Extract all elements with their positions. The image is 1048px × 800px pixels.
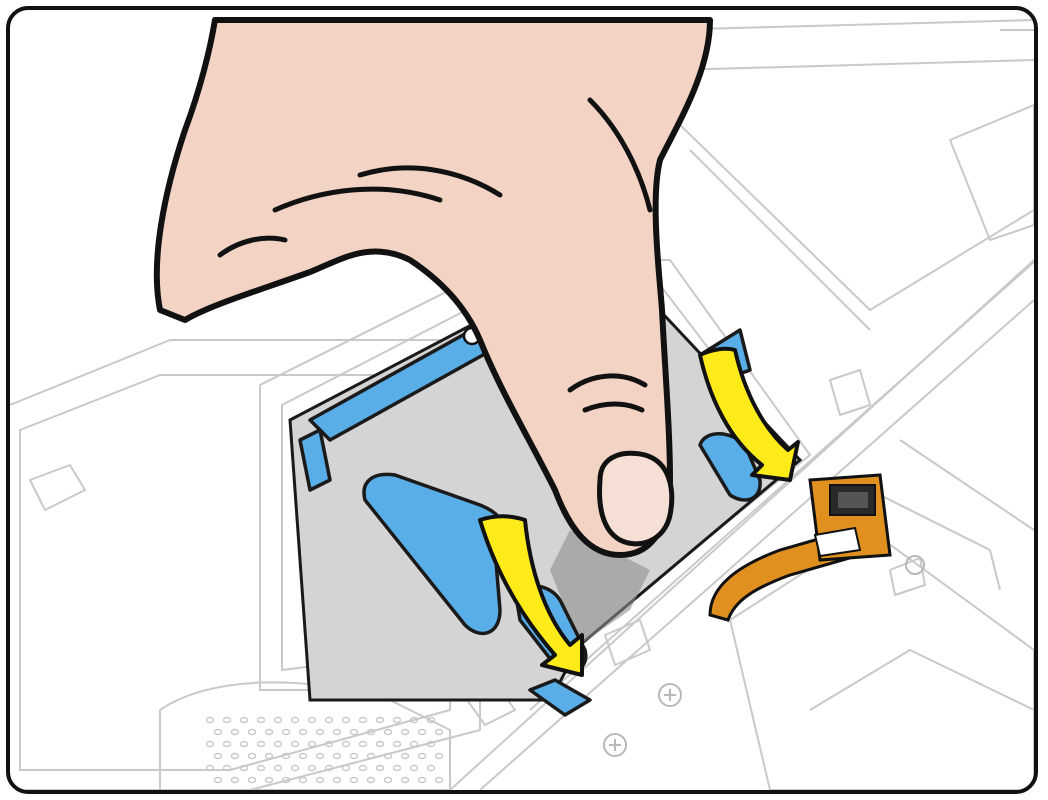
grille-hole	[326, 718, 333, 723]
grille-hole	[377, 742, 384, 747]
grille-hole	[377, 718, 384, 723]
grille-hole	[300, 778, 307, 783]
grille-hole	[343, 742, 350, 747]
grille-hole	[317, 778, 324, 783]
grille-hole	[224, 718, 231, 723]
grille-hole	[377, 766, 384, 771]
grille-hole	[402, 778, 409, 783]
grille-hole	[215, 730, 222, 735]
grille-hole	[292, 742, 299, 747]
grille-hole	[249, 730, 256, 735]
grille-hole	[334, 730, 341, 735]
grille-hole	[385, 730, 392, 735]
grille-hole	[334, 754, 341, 759]
grille-hole	[334, 778, 341, 783]
grille-hole	[241, 742, 248, 747]
grille-hole	[258, 766, 265, 771]
grille-hole	[402, 754, 409, 759]
grille-hole	[292, 766, 299, 771]
grille-hole	[266, 778, 273, 783]
grille-hole	[309, 766, 316, 771]
grille-hole	[436, 754, 443, 759]
grille-hole	[360, 718, 367, 723]
grille-hole	[232, 754, 239, 759]
grille-hole	[258, 718, 265, 723]
grille-hole	[436, 730, 443, 735]
grille-hole	[266, 754, 273, 759]
grille-hole	[394, 742, 401, 747]
grille-hole	[411, 742, 418, 747]
grille-hole	[224, 742, 231, 747]
grille-hole	[249, 778, 256, 783]
grille-hole	[351, 730, 358, 735]
grille-hole	[343, 766, 350, 771]
grille-hole	[232, 778, 239, 783]
grille-hole	[317, 754, 324, 759]
grille-hole	[241, 718, 248, 723]
grille-hole	[292, 718, 299, 723]
grille-hole	[385, 778, 392, 783]
grille-hole	[275, 742, 282, 747]
grille-hole	[300, 730, 307, 735]
grille-hole	[343, 718, 350, 723]
grille-hole	[436, 778, 443, 783]
grille-hole	[275, 718, 282, 723]
grille-hole	[215, 778, 222, 783]
grille-hole	[317, 730, 324, 735]
grille-hole	[275, 766, 282, 771]
grille-hole	[207, 742, 214, 747]
grille-hole	[351, 778, 358, 783]
grille-hole	[300, 754, 307, 759]
grille-hole	[419, 730, 426, 735]
grille-hole	[402, 730, 409, 735]
grille-hole	[309, 718, 316, 723]
grille-hole	[309, 742, 316, 747]
grille-hole	[351, 754, 358, 759]
grille-hole	[360, 766, 367, 771]
grille-hole	[266, 730, 273, 735]
grille-hole	[419, 754, 426, 759]
grille-hole	[428, 766, 435, 771]
grille-hole	[419, 778, 426, 783]
grille-hole	[258, 742, 265, 747]
grille-hole	[394, 766, 401, 771]
grille-hole	[249, 754, 256, 759]
repair-illustration	[10, 10, 1034, 790]
grille-hole	[360, 742, 367, 747]
grille-hole	[368, 778, 375, 783]
grille-hole	[394, 718, 401, 723]
grille-hole	[411, 766, 418, 771]
grille-hole	[215, 754, 222, 759]
grille-hole	[207, 718, 214, 723]
grille-hole	[232, 730, 239, 735]
illustration-frame	[6, 6, 1038, 794]
grille-hole	[283, 730, 290, 735]
